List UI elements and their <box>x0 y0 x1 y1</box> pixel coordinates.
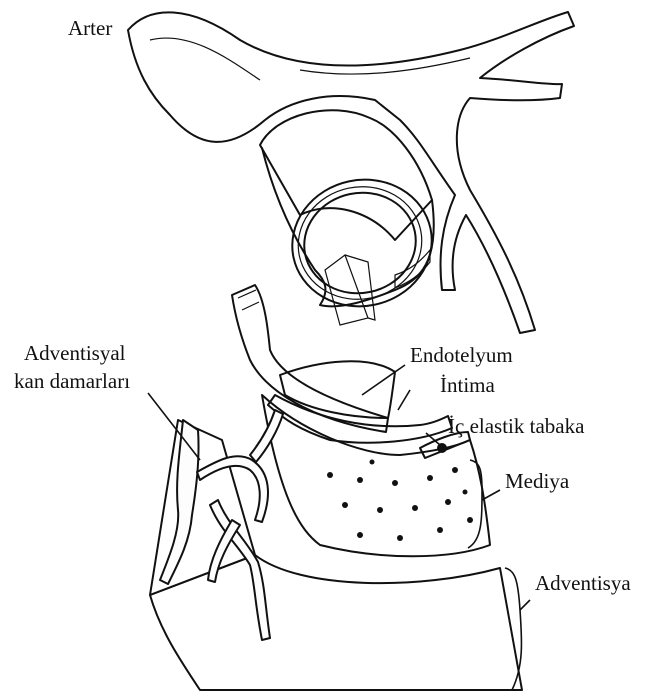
label-arter: Arter <box>68 16 112 40</box>
endothelium-cells <box>280 361 395 418</box>
leader-endotelyum <box>362 365 405 395</box>
label-endotelyum: Endotelyum <box>410 343 513 367</box>
artery-cross-section <box>260 110 444 325</box>
adventitial-vessels <box>160 410 283 640</box>
label-adventisyal-line2: kan damarları <box>14 369 130 393</box>
label-ic-elastik: İç elastik tabaka <box>448 414 585 438</box>
adventitia-block <box>150 555 522 690</box>
artery-vessel <box>128 12 574 333</box>
label-adventisya: Adventisya <box>535 571 631 595</box>
label-mediya: Mediya <box>505 469 570 493</box>
label-intima: İntima <box>440 373 495 397</box>
leader-intima <box>398 390 410 410</box>
label-adventisyal-line1: Adventisyal <box>24 341 126 365</box>
leader-mediya <box>482 490 500 500</box>
leader-adventisya <box>520 600 530 610</box>
bracket-adventisya <box>505 568 522 690</box>
media-nuclei <box>327 460 473 542</box>
